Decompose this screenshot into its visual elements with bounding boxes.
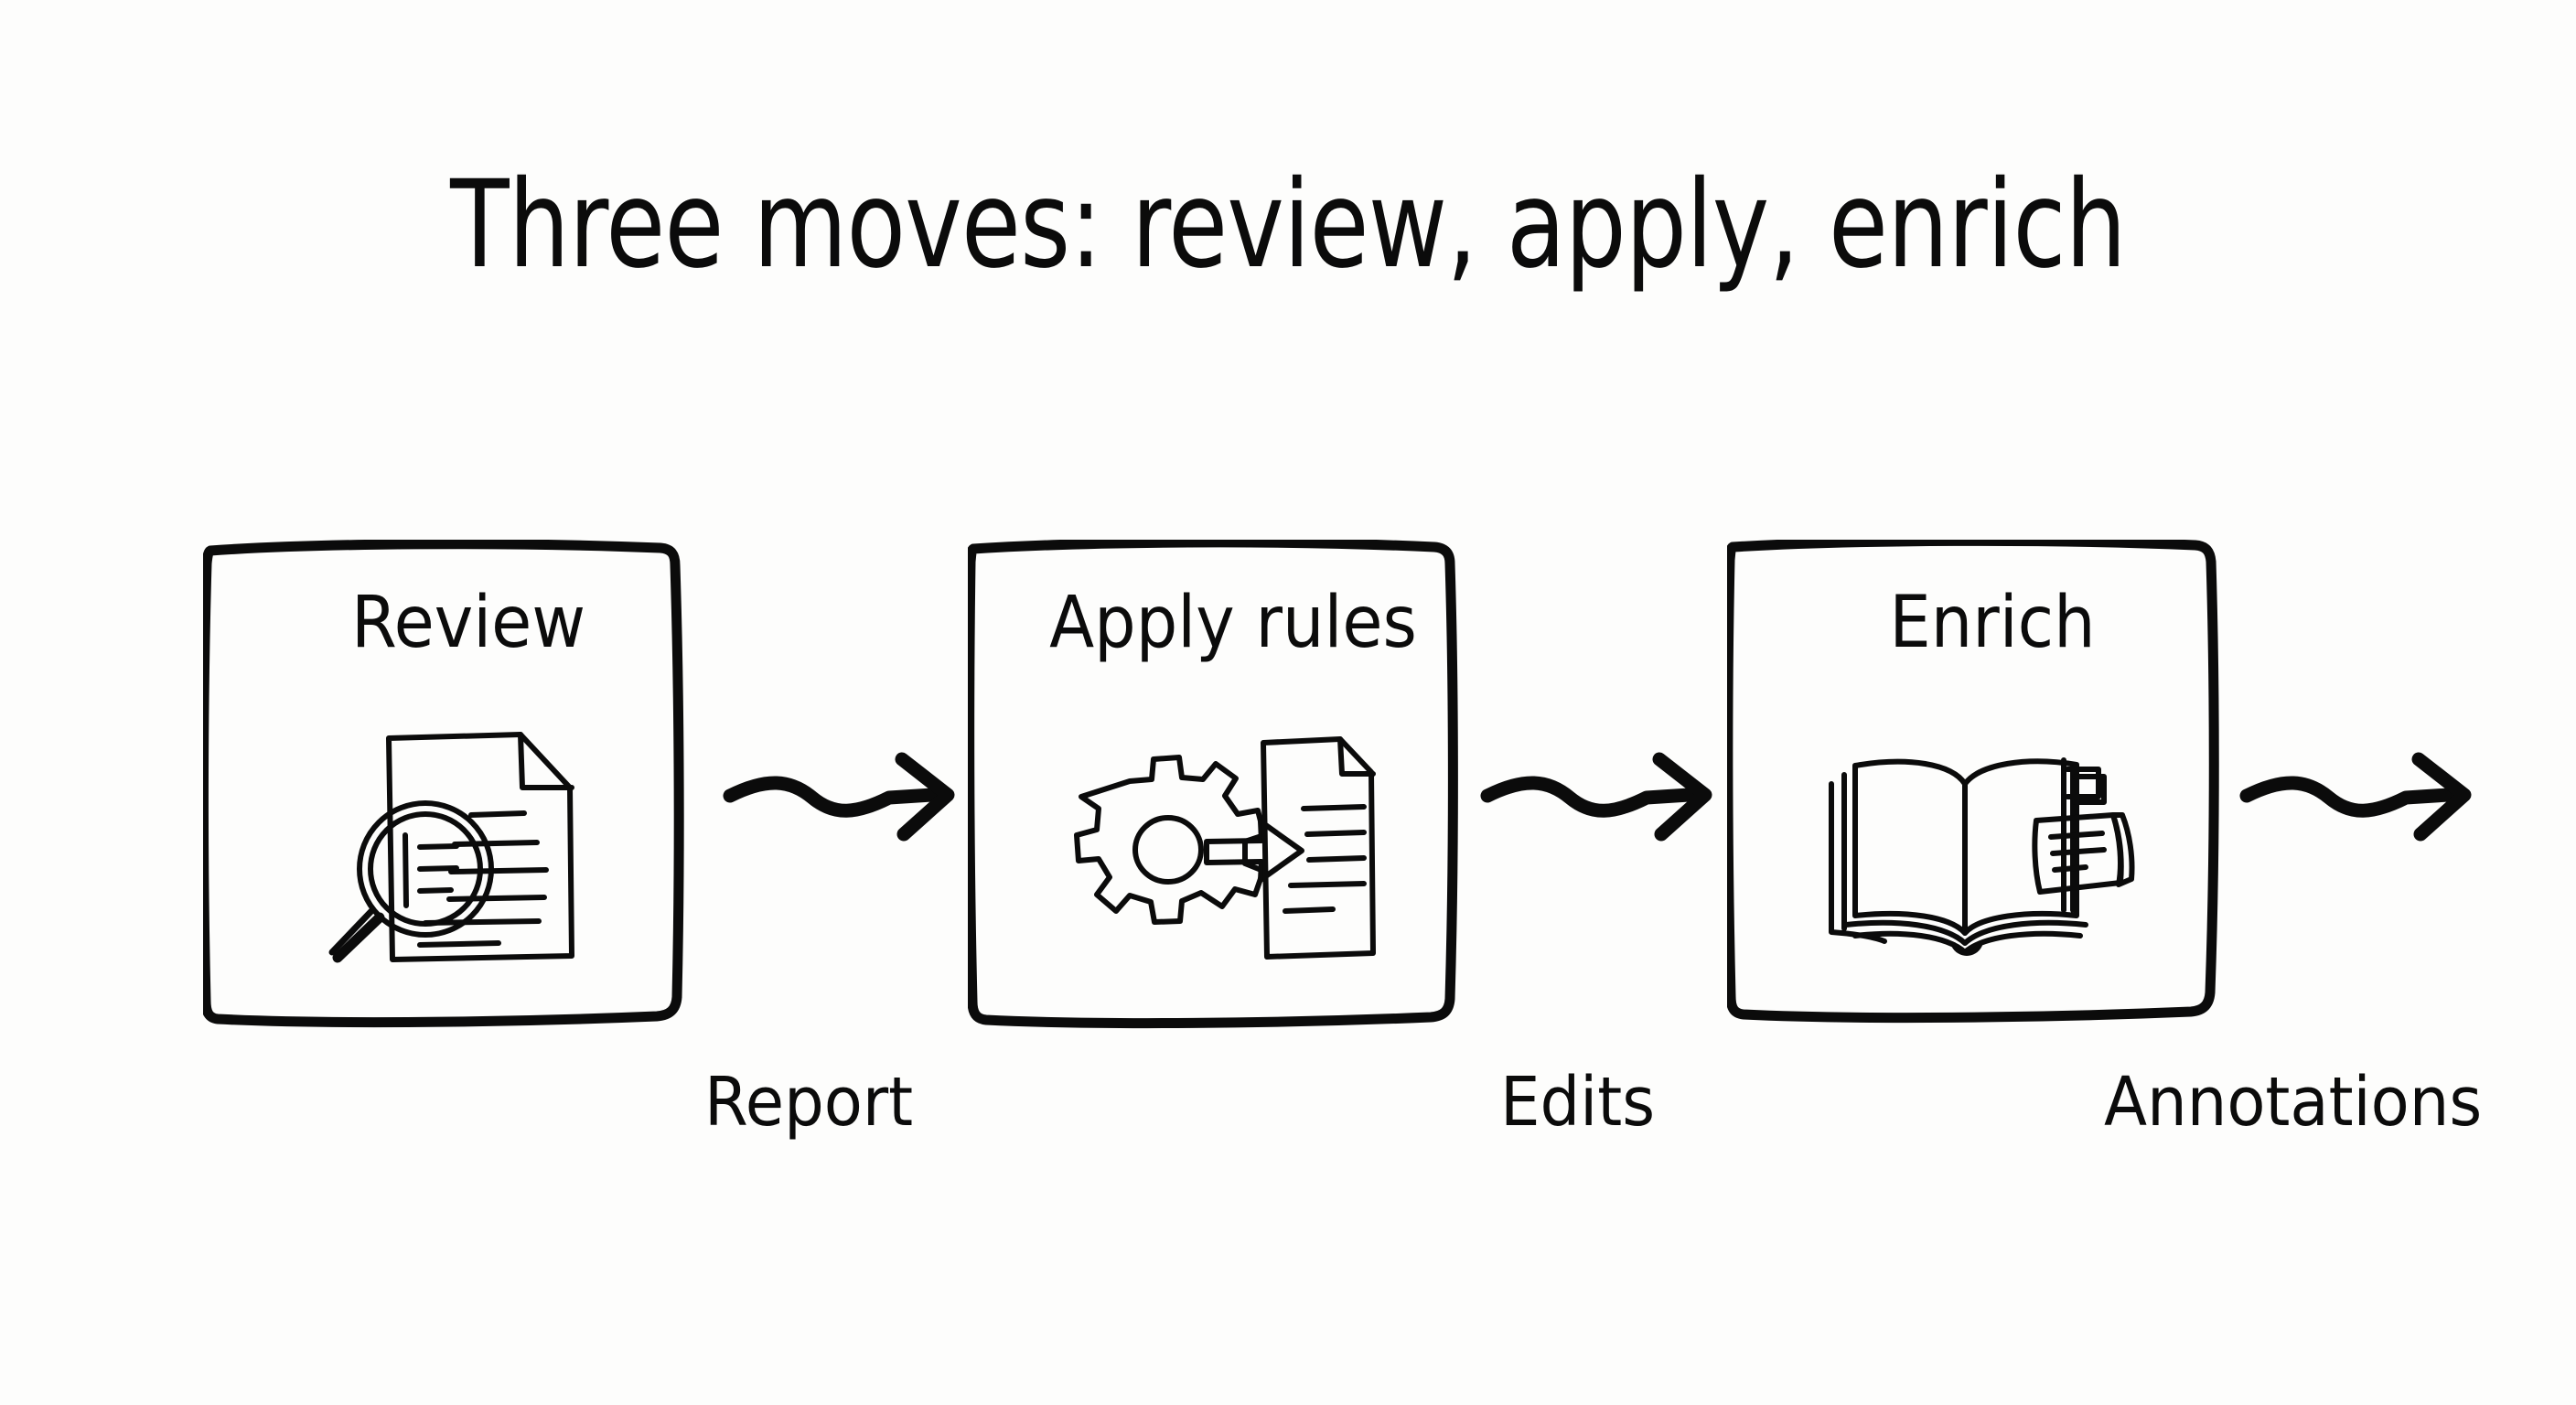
sketch-box-frame: [203, 540, 684, 1028]
gear-arrow-document-icon: [1073, 734, 1393, 967]
stage-label-review: Review: [350, 582, 586, 664]
open-book-sticky-note-icon: [1828, 736, 2157, 965]
stage-review[interactable]: Review: [203, 540, 734, 1038]
page-title: Three moves: review, apply, enrich: [450, 155, 2126, 295]
connector-label-report: Report: [704, 1063, 914, 1142]
wavy-arrow-right-icon: [723, 752, 955, 842]
sketch-box-frame: [1727, 540, 2219, 1024]
connector-label-annotations: Annotations: [2104, 1063, 2483, 1142]
wavy-arrow-right-icon: [1480, 752, 1712, 842]
stage-enrich[interactable]: Enrich: [1727, 540, 2258, 1038]
wavy-arrow-right-icon: [2239, 752, 2472, 842]
stage-label-apply-rules: Apply rules: [1049, 582, 1417, 664]
connector-arrow-annotations: [2239, 750, 2541, 878]
connector-arrow-report: [723, 750, 1025, 878]
document-magnifier-icon: [317, 727, 619, 970]
stage-apply-rules[interactable]: Apply rules: [968, 540, 1498, 1038]
stage-label-enrich: Enrich: [1889, 582, 2096, 664]
connector-arrow-edits: [1480, 750, 1782, 878]
sketch-box-frame: [968, 540, 1458, 1029]
connector-label-edits: Edits: [1500, 1063, 1656, 1142]
